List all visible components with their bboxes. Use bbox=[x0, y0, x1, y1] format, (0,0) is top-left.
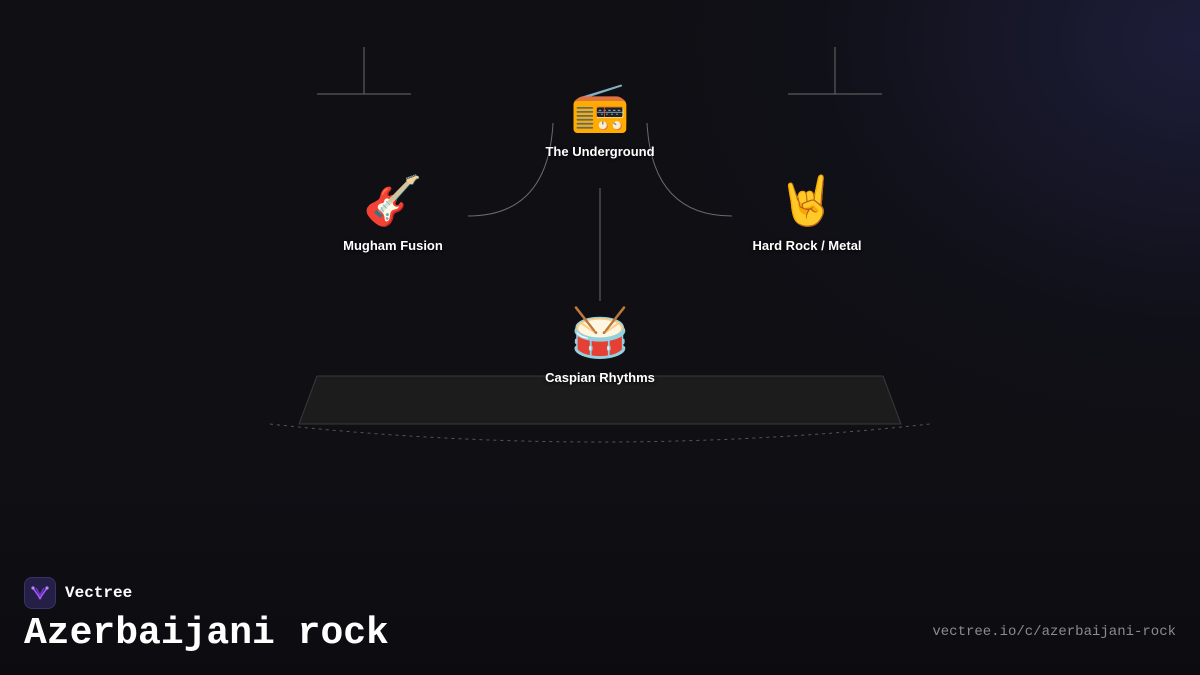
page-title: Azerbaijani rock bbox=[24, 612, 389, 655]
brand-name: Vectree bbox=[65, 584, 133, 602]
page-url[interactable]: vectree.io/c/azerbaijani-rock bbox=[932, 624, 1176, 640]
node-mugham-fusion[interactable]: 🎸 Mugham Fusion bbox=[283, 174, 503, 253]
radio-icon: 📻 bbox=[570, 81, 630, 134]
rock-hand-icon: 🤘 bbox=[777, 175, 837, 228]
stage-dashed-arc bbox=[269, 423, 931, 443]
connector-underground-mugham bbox=[467, 122, 554, 217]
brand: Vectree bbox=[24, 577, 132, 609]
node-label: Mugham Fusion bbox=[343, 238, 443, 253]
node-hard-rock-metal[interactable]: 🤘 Hard Rock / Metal bbox=[697, 174, 917, 253]
vectree-logo-icon bbox=[24, 577, 56, 609]
node-caspian-rhythms[interactable]: 🥁 Caspian Rhythms bbox=[490, 306, 710, 385]
node-the-underground[interactable]: 📻 The Underground bbox=[490, 80, 710, 159]
connector-underground-hardrock bbox=[646, 122, 733, 217]
drum-icon: 🥁 bbox=[570, 307, 630, 360]
guitar-icon: 🎸 bbox=[363, 175, 423, 228]
node-label: Hard Rock / Metal bbox=[752, 238, 862, 253]
stage-platform bbox=[298, 375, 902, 425]
node-label: Caspian Rhythms bbox=[545, 370, 655, 385]
node-label: The Underground bbox=[545, 144, 655, 159]
